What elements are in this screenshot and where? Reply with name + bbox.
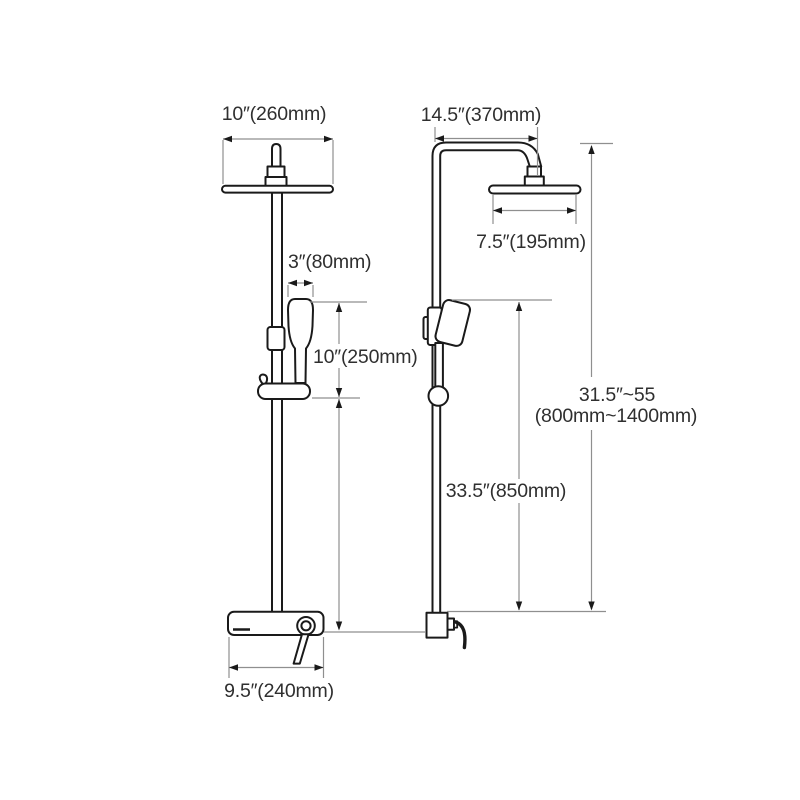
hand-shower-front — [287, 298, 314, 384]
hand-shower-side — [434, 299, 472, 347]
dim-head-face-lines — [492, 195, 577, 224]
hand-shower-handle-side — [434, 342, 444, 388]
arrow-right-icon — [528, 135, 538, 142]
shower-pole-front — [271, 191, 283, 614]
dim-label-slide-bar-height: 33.5″(850mm) — [446, 480, 566, 502]
arrow-down-icon — [588, 601, 595, 611]
arrow-right-icon — [314, 664, 324, 671]
arrow-left-icon — [493, 207, 502, 214]
arrow-right-icon — [324, 135, 333, 143]
dim-label-head-face: 7.5″(195mm) — [476, 231, 586, 253]
arrow-up-icon — [335, 303, 343, 312]
dim-label-hand-shower-drop: 10″(250mm) — [313, 346, 418, 368]
dim-label-total-height-mm: (800mm~1400mm) — [535, 405, 697, 427]
height-adjuster-knob — [427, 385, 450, 407]
dim-arm-reach-lines — [434, 127, 539, 176]
side-view-drawing — [422, 141, 582, 650]
shower-pipe-gooseneck — [431, 141, 543, 614]
arrow-down-icon — [335, 621, 343, 631]
lever-handle — [292, 633, 310, 665]
hand-shower-holder — [257, 382, 311, 400]
dimension-arrows — [223, 135, 595, 671]
dim-label-hand-shower-width: 3″(80mm) — [288, 251, 371, 273]
rain-shower-head-side — [488, 184, 582, 195]
front-view-drawing — [221, 143, 334, 665]
supply-nub — [446, 617, 455, 631]
slide-bracket-front — [266, 326, 286, 351]
dim-label-total-height-inches: 31.5″~55 — [579, 384, 656, 406]
lever-base-inner — [300, 620, 312, 632]
dim-head-width-lines — [222, 138, 334, 184]
head-connector-upper-side — [526, 165, 542, 178]
arrow-down-icon — [515, 601, 523, 611]
dim-label-head-width: 10″(260mm) — [222, 103, 327, 125]
arrow-left-icon — [223, 135, 232, 143]
supply-hose — [454, 620, 467, 650]
arrow-up-icon — [588, 145, 595, 154]
dim-label-faucet-width: 9.5″(240mm) — [224, 680, 334, 702]
arrow-up-icon — [515, 302, 523, 311]
arrow-right-icon — [304, 279, 313, 287]
dimension-labels: 10″(260mm) 3″(80mm) 10″(250mm) 9.5″(240m… — [222, 103, 698, 702]
arrow-left-icon — [288, 279, 297, 287]
dimension-lines — [222, 127, 613, 678]
head-stem-front — [271, 143, 282, 168]
arrow-right-icon — [567, 207, 576, 214]
arrow-left-icon — [229, 664, 238, 671]
dim-label-arm-reach: 14.5″(370mm) — [421, 104, 541, 126]
rain-shower-head-front — [221, 184, 334, 194]
arrow-left-icon — [435, 135, 444, 142]
wall-supply-box — [425, 611, 449, 639]
head-nut-upper-front — [266, 165, 286, 178]
arrow-down-icon — [335, 388, 343, 397]
dim-faucet-width-lines — [228, 637, 325, 678]
dim-bar-height-lines — [452, 299, 552, 610]
dim-hand-drop-lines — [310, 301, 425, 633]
holder-hook — [258, 373, 269, 384]
arrow-up-icon — [335, 399, 343, 408]
dim-hand-width-lines — [287, 282, 314, 297]
dim-total-height-lines — [580, 142, 613, 609]
